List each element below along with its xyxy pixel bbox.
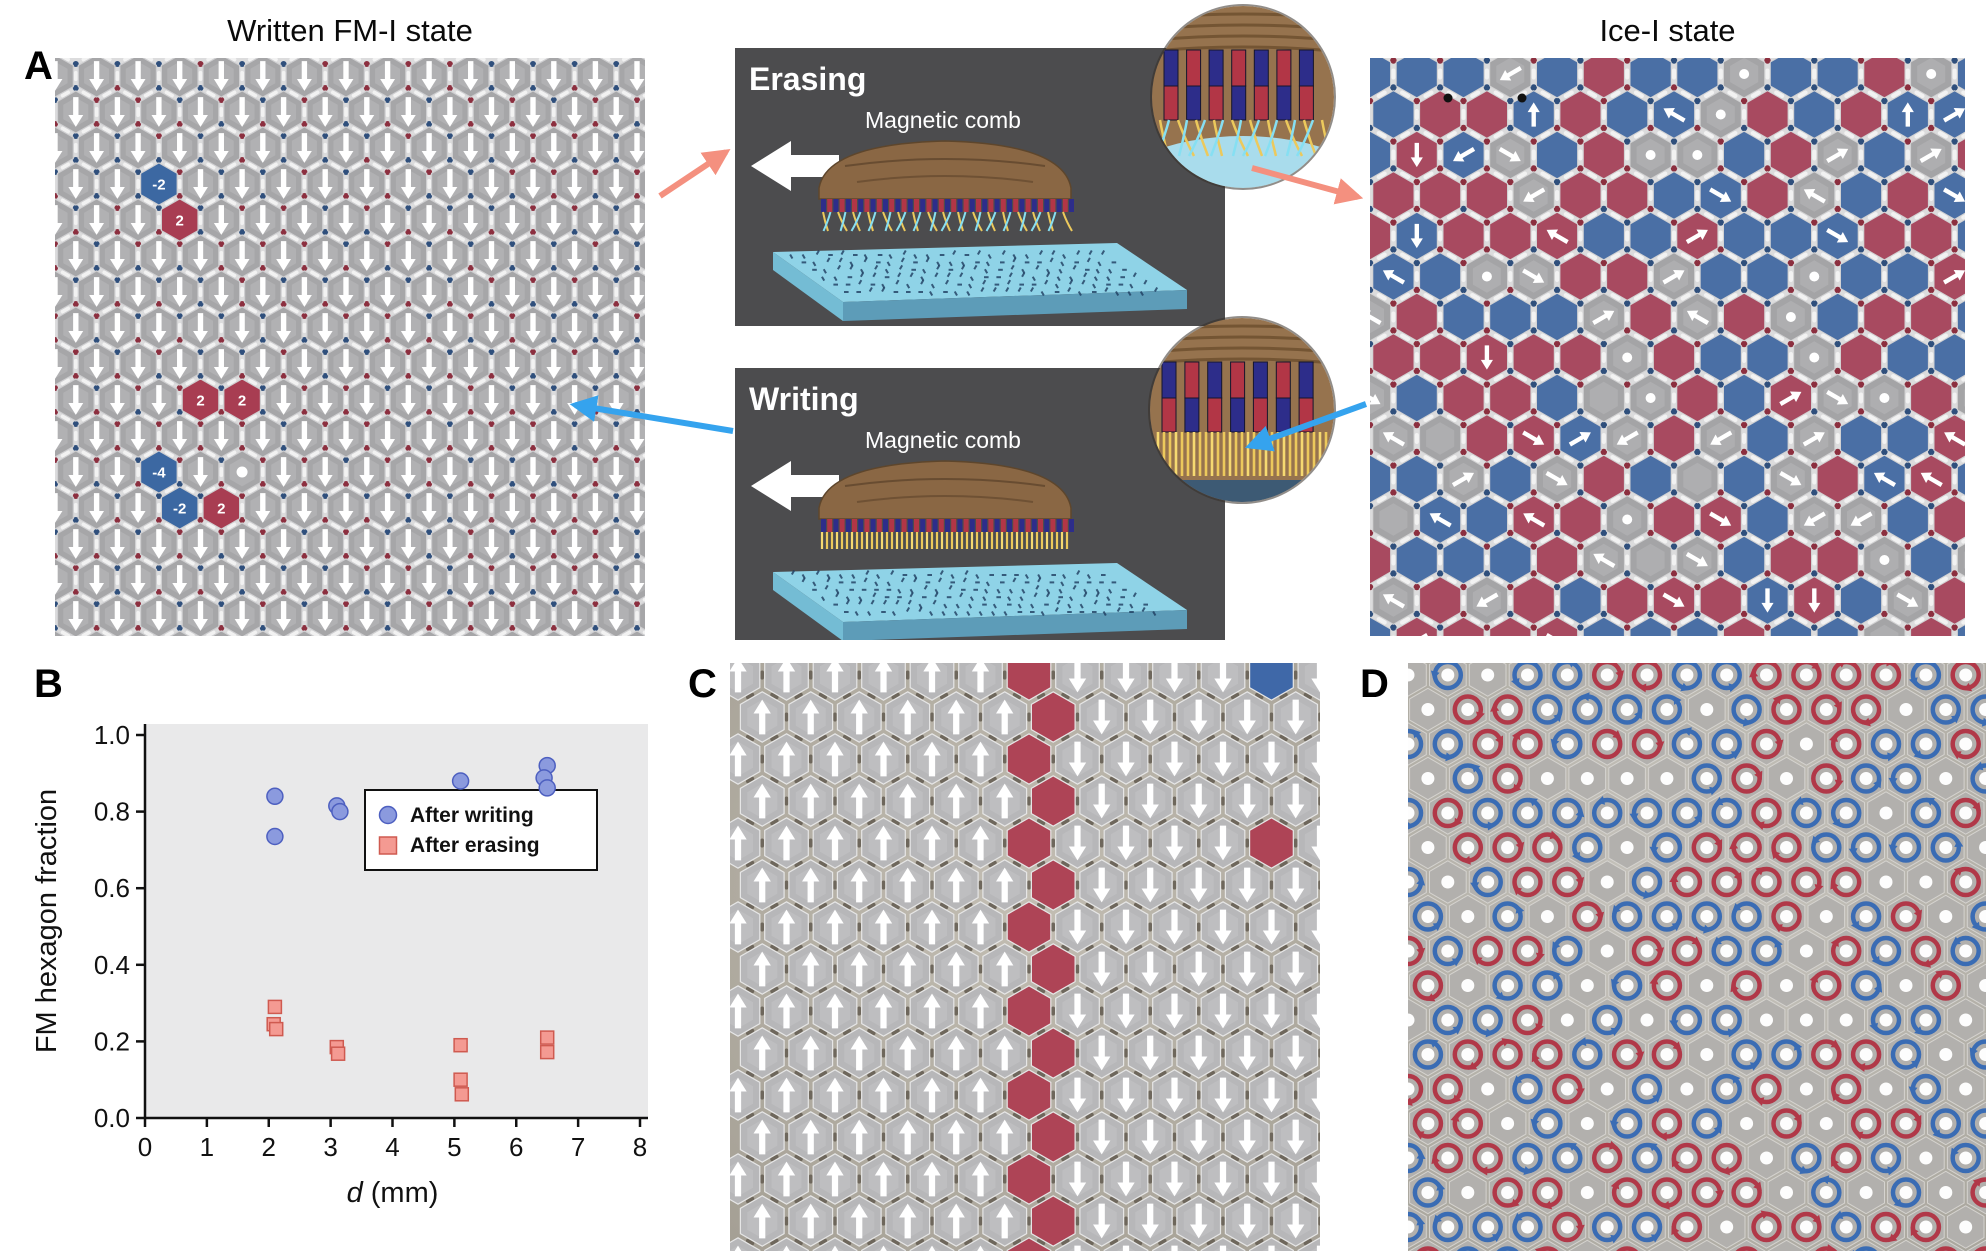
svg-text:2: 2 [238,393,246,410]
svg-text:0: 0 [138,1132,152,1162]
schematic-erasing-title: Erasing [749,61,866,97]
panel-c-label: C [688,662,717,706]
ice-state-lattice [1343,43,1986,706]
svg-text:4: 4 [385,1132,399,1162]
writing-comb-inset [1150,318,1334,502]
stripe-lattice-svg [715,649,1371,1258]
svg-text:-2: -2 [173,501,186,518]
svg-text:-2: -2 [152,177,165,194]
fm-lattice-svg: -2 2 2 2 -4 -2 2 [31,49,723,674]
svg-text:0.2: 0.2 [94,1026,130,1056]
svg-text:1: 1 [200,1132,214,1162]
svg-text:0.8: 0.8 [94,797,130,827]
svg-text:0.4: 0.4 [94,950,130,980]
svg-text:-4: -4 [152,465,166,482]
schematic-writing-title: Writing [749,381,859,417]
inset-erasing-svg [1152,6,1334,188]
svg-text:d (mm): d (mm) [347,1177,439,1209]
left-arrow-icon [751,141,839,191]
comb-label: Magnetic comb [865,427,1021,453]
inset-writing-svg [1150,318,1334,502]
fm-fraction-chart: 0 1 2 3 4 5 6 7 8 0.0 0.2 0.4 0.6 0.8 1.0 d (mm) FM hexa… [20,660,680,1258]
svg-text:6: 6 [509,1132,523,1162]
comb-label: Magnetic comb [865,107,1021,133]
panel-d-label: D [1360,662,1389,706]
ice-lattice-svg [1343,43,1986,706]
left-arrow-icon [751,461,839,511]
svg-text:8: 8 [633,1132,647,1162]
svg-text:FM hexagon fraction: FM hexagon fraction [31,789,63,1053]
svg-text:1.0: 1.0 [94,720,130,750]
svg-text:5: 5 [447,1132,461,1162]
panel-b-label: B [34,662,63,706]
svg-text:0.0: 0.0 [94,1103,130,1133]
chart-svg: 0 1 2 3 4 5 6 7 8 0.0 0.2 0.4 0.6 0.8 1.0 d (mm) FM hexa… [31,720,648,1209]
svg-text:0.6: 0.6 [94,873,130,903]
svg-text:7: 7 [571,1132,585,1162]
written-fm-lattice: -2 2 2 2 -4 -2 2 [31,49,723,674]
erasing-comb-inset [1152,6,1334,188]
svg-text:After writing: After writing [410,804,534,827]
svg-text:2: 2 [217,501,225,518]
vortex-lattice-svg [1389,653,1986,1258]
svg-text:After erasing: After erasing [410,834,540,857]
svg-text:2: 2 [196,393,204,410]
svg-text:3: 3 [323,1132,337,1162]
panel-a-label: A [24,44,53,88]
ice-state-title: Ice-I state [1599,13,1736,48]
svg-text:2: 2 [176,213,184,230]
svg-text:2: 2 [262,1132,276,1162]
written-stripe-photo [715,649,1371,1258]
written-fm-title: Written FM-I state [227,13,473,48]
vortex-state-photo [1389,653,1986,1258]
erase-flow-arrow-left [658,149,731,199]
